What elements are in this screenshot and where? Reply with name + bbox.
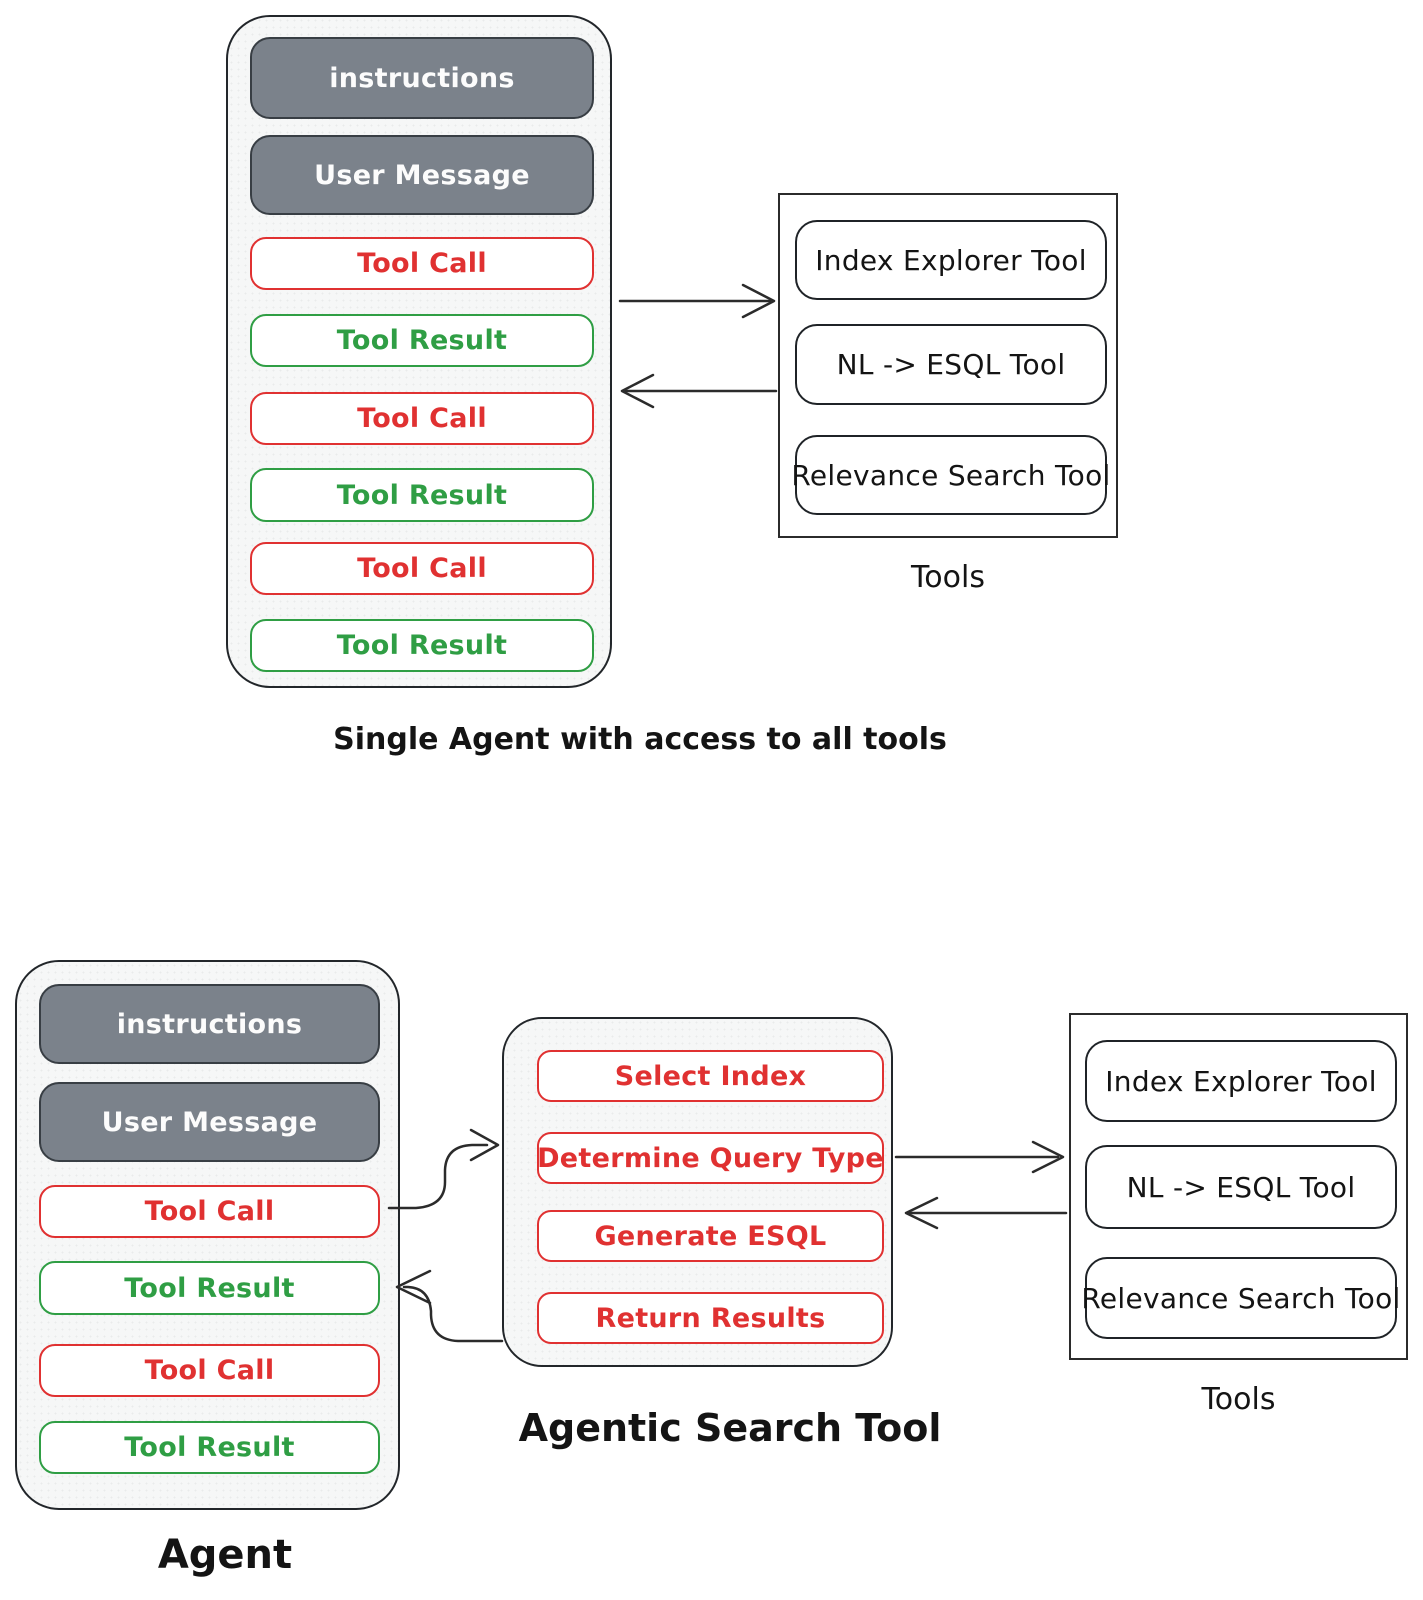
step-determine-query-type: Determine Query Type (537, 1132, 884, 1184)
agent-panel: instructions User Message Tool Call Tool… (15, 960, 400, 1510)
tool-nl-esql: NL -> ESQL Tool (1085, 1145, 1397, 1229)
arrow-agent-to-tools (618, 283, 776, 319)
tools-box-label: Tools (911, 560, 985, 595)
step-generate-esql: Generate ESQL (537, 1210, 884, 1262)
agentic-search-tool-label: Agentic Search Tool (518, 1406, 942, 1450)
message-user: User Message (250, 135, 594, 215)
step-return-results: Return Results (537, 1292, 884, 1344)
tool-index-explorer: Index Explorer Tool (1085, 1040, 1397, 1122)
agent-panel-label: Agent (157, 1532, 293, 1578)
message-tool-result: Tool Result (250, 314, 594, 367)
tool-relevance-search: Relevance Search Tool (791, 435, 1110, 515)
message-tool-result: Tool Result (250, 619, 594, 672)
arrow-agentic-to-toolresult (395, 1269, 504, 1343)
arrow-tools-to-agent (620, 373, 778, 409)
message-tool-result: Tool Result (39, 1421, 380, 1474)
single-agent-panel: instructions User Message Tool Call Tool… (226, 15, 612, 688)
tools-box: Index Explorer Tool NL -> ESQL Tool Rele… (778, 193, 1118, 538)
step-select-index: Select Index (537, 1050, 884, 1102)
tools-box-label: Tools (1201, 1382, 1276, 1417)
message-user: User Message (39, 1082, 380, 1162)
tools-box: Index Explorer Tool NL -> ESQL Tool Rele… (1069, 1013, 1408, 1360)
agentic-search-tool-panel: Select Index Determine Query Type Genera… (502, 1017, 893, 1367)
message-tool-call: Tool Call (39, 1344, 380, 1397)
arrow-toolcall-to-agentic (387, 1128, 500, 1210)
message-tool-result: Tool Result (39, 1261, 380, 1315)
message-tool-call: Tool Call (250, 542, 594, 595)
tool-nl-esql: NL -> ESQL Tool (795, 324, 1107, 405)
tool-relevance-search: Relevance Search Tool (1081, 1257, 1400, 1339)
message-tool-call: Tool Call (250, 392, 594, 445)
message-instructions: instructions (250, 37, 594, 119)
tool-index-explorer: Index Explorer Tool (795, 220, 1107, 300)
message-tool-call: Tool Call (39, 1185, 380, 1238)
message-instructions: instructions (39, 984, 380, 1064)
message-tool-call: Tool Call (250, 237, 594, 290)
top-section-caption: Single Agent with access to all tools (333, 722, 947, 757)
arrow-agentic-to-tools (894, 1140, 1065, 1174)
arrow-tools-to-agentic (904, 1196, 1068, 1230)
message-tool-result: Tool Result (250, 468, 594, 522)
